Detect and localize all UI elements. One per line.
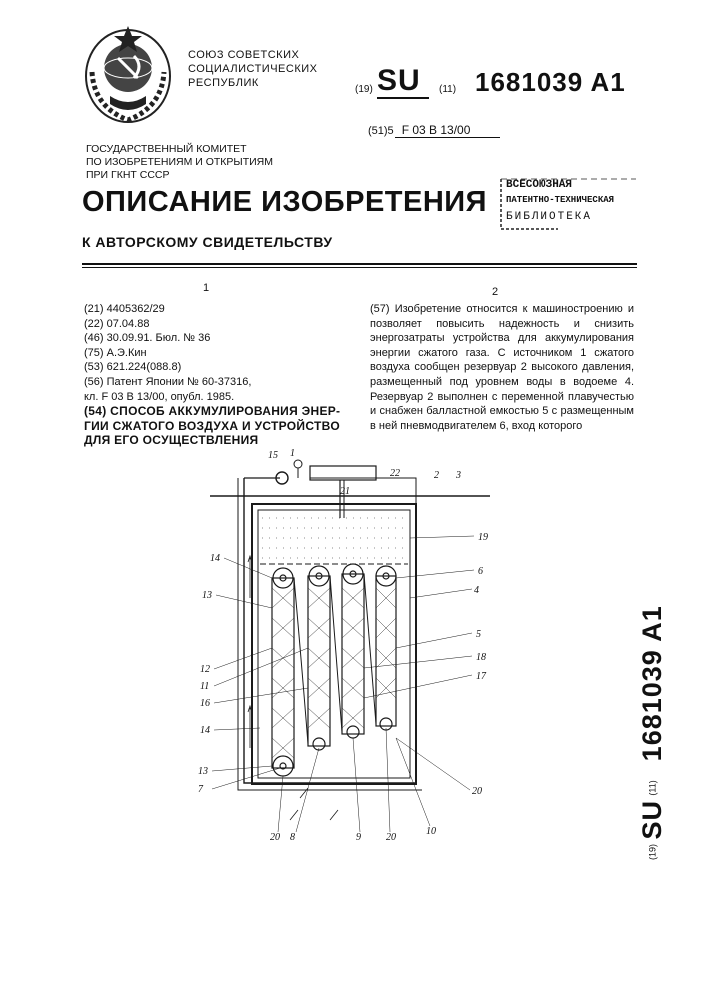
- fig-label: 2: [434, 470, 439, 481]
- fig-label: 15: [268, 450, 278, 461]
- biblio-line: (56) Патент Японии № 60-37316,: [84, 375, 346, 390]
- fig-label: 21: [340, 486, 350, 497]
- number-tag: (11): [439, 84, 456, 95]
- fig-label: 14: [210, 553, 220, 564]
- fig-label: 12: [200, 664, 210, 675]
- biblio-line: (22) 07.04.88: [84, 317, 346, 332]
- column-number-left: 1: [203, 282, 209, 294]
- fig-label: 18: [476, 652, 486, 663]
- invention-title-line: ГИИ СЖАТОГО ВОЗДУХА И УСТРОЙСТВО: [84, 419, 346, 434]
- biblio-line: (75) А.Э.Кин: [84, 346, 346, 361]
- fig-label: 16: [200, 698, 210, 709]
- fig-label: 8: [290, 832, 295, 843]
- fig-label: 20: [270, 832, 280, 843]
- fig-label: 13: [198, 766, 208, 777]
- abstract-text: (57) Изобретение относится к машинострое…: [370, 302, 634, 433]
- biblio-line: (46) 30.09.91. Бюл. № 36: [84, 331, 346, 346]
- fig-label: 14: [200, 725, 210, 736]
- biblio-line: кл. F 03 B 13/00, опубл. 1985.: [84, 390, 346, 405]
- country-name: СОЮЗ СОВЕТСКИХ СОЦИАЛИСТИЧЕСКИХ РЕСПУБЛИ…: [188, 48, 317, 90]
- fig-label: 20: [472, 786, 482, 797]
- ussr-emblem-icon: [82, 22, 174, 126]
- fig-label: 6: [478, 566, 483, 577]
- library-stamp: ВСЕСОЮЗНАЯ ПАТЕНТНО-ТЕХНИЧЕСКАЯ БИБЛИОТЕ…: [498, 176, 638, 232]
- fig-label: 22: [390, 468, 400, 479]
- fig-label: 3: [455, 470, 461, 481]
- invention-title-line: (54) СПОСОБ АККУМУЛИРОВАНИЯ ЭНЕР-: [84, 404, 346, 419]
- biblio-line: (21) 4405362/29: [84, 302, 346, 317]
- country-code-tag: (19): [355, 84, 373, 95]
- patent-number: 1681039 A1: [475, 67, 626, 98]
- fig-label: 13: [202, 590, 212, 601]
- fig-label: 20: [386, 832, 396, 843]
- biblio-line: (53) 621.224(088.8): [84, 360, 346, 375]
- header-rule-thin: [82, 267, 637, 268]
- column-number-right: 2: [492, 286, 498, 298]
- fig-label: 11: [200, 681, 209, 692]
- fig-label: 4: [474, 585, 479, 596]
- document-title: ОПИСАНИЕ ИЗОБРЕТЕНИЯ: [82, 186, 487, 219]
- side-patent-stamp: (19) SU (11) 1681039 A1: [637, 525, 677, 860]
- fig-label: 17: [476, 671, 487, 682]
- ipc-underline: [395, 137, 500, 138]
- fig-label: 19: [478, 532, 488, 543]
- fig-label: 1: [290, 448, 295, 459]
- ipc-classification: (51)5F 03 B 13/00: [368, 123, 470, 137]
- fig-label: 7: [198, 784, 204, 795]
- document-subtitle: К АВТОРСКОМУ СВИДЕТЕЛЬСТВУ: [82, 234, 333, 250]
- patent-number-block: (19) SU (11) 1681039 A1: [355, 64, 645, 104]
- device-drawing: 15 1 22 21 2 3 19 6 4 5 18 17 20 14 13 1…: [190, 448, 510, 850]
- country-code: SU: [377, 64, 421, 98]
- committee-name: ГОСУДАРСТВЕННЫЙ КОМИТЕТ ПО ИЗОБРЕТЕНИЯМ …: [86, 143, 273, 182]
- bibliographic-data: (21) 4405362/29 (22) 07.04.88 (46) 30.09…: [84, 302, 346, 448]
- fig-label: 10: [426, 826, 436, 837]
- fig-label: 9: [356, 832, 361, 843]
- header-rule-thick: [82, 263, 637, 265]
- fig-label: 5: [476, 629, 481, 640]
- country-code-underline: [377, 97, 429, 99]
- invention-title-line: ДЛЯ ЕГО ОСУЩЕСТВЛЕНИЯ: [84, 433, 346, 448]
